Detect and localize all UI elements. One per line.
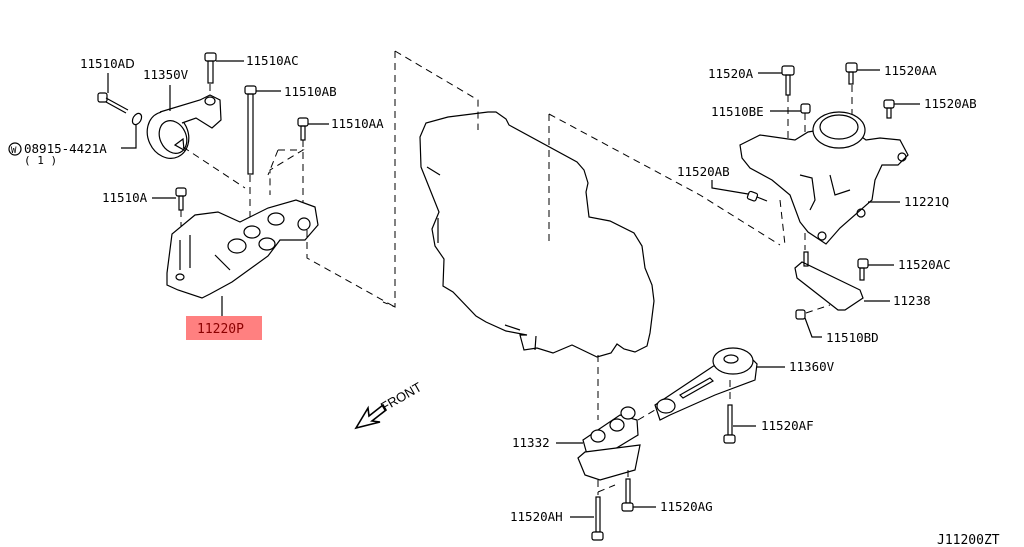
part-08915-4421A-washer[interactable] [131, 112, 144, 126]
dashed-plane-left [382, 50, 479, 308]
label-11510AB[interactable]: 11510AB [284, 84, 337, 99]
label-11520AF[interactable]: 11520AF [761, 418, 814, 433]
part-11520AC-bolt[interactable] [857, 258, 869, 281]
front-arrow-icon [354, 403, 388, 430]
part-11510AD-bolt[interactable] [97, 92, 129, 114]
highlight-box [186, 316, 262, 340]
label-11510AA[interactable]: 11510AA [331, 116, 384, 131]
engine-block-outline [419, 111, 655, 358]
label-11510A[interactable]: 11510A [102, 190, 148, 205]
part-11221Q-transmission-mount[interactable] [739, 111, 909, 245]
part-11332-bracket[interactable] [577, 406, 641, 481]
part-11510A-bolt[interactable] [175, 187, 187, 211]
leader-lines [107, 60, 920, 518]
part-11520AH-bolt[interactable] [591, 496, 604, 541]
label-11220P-highlighted[interactable]: 11220P [186, 316, 262, 340]
label-11520AH[interactable]: 11520AH [510, 509, 563, 524]
label-11510BE[interactable]: 11510BE [711, 104, 764, 119]
washer-prefix: W [11, 146, 17, 156]
front-label: FRONT [378, 379, 424, 414]
part-11238-bracket[interactable] [794, 251, 864, 311]
label-11510AD[interactable]: 11510AⅮ [80, 56, 135, 71]
part-11360V-torque-rod[interactable] [654, 347, 758, 421]
label-11520AB-side[interactable]: 11520AB [677, 164, 730, 179]
label-11510AC[interactable]: 11510AC [246, 53, 299, 68]
label-11221Q[interactable]: 11221Q [904, 194, 949, 209]
label-11332[interactable]: 11332 [512, 435, 550, 450]
part-11520AG-bolt[interactable] [621, 478, 634, 512]
front-direction-indicator: FRONT [354, 379, 424, 430]
label-11520AB-top[interactable]: 11520AB [924, 96, 977, 111]
label-08915-4421A-qty: ( 1 ) [24, 154, 57, 167]
dashed-plane-center [548, 113, 781, 246]
part-11510AC-bolt[interactable] [204, 52, 217, 84]
part-11350V-bushing[interactable] [140, 94, 222, 165]
label-11520AC[interactable]: 11520AC [898, 257, 951, 272]
label-11220P[interactable]: 11220P [197, 322, 244, 337]
part-11220P-engine-mount[interactable] [166, 199, 319, 299]
label-11350V[interactable]: 11350V [143, 67, 189, 82]
part-11510BE-nut[interactable] [800, 103, 811, 114]
label-08915-4421A[interactable]: 08915-4421A [24, 141, 107, 156]
washer-callout[interactable]: W 08915-4421A ( 1 ) [8, 141, 107, 167]
part-11520AB-bolt-side[interactable] [746, 190, 768, 202]
part-11510AB-bolt[interactable] [244, 85, 257, 175]
part-11520A-bolt[interactable] [781, 65, 795, 96]
label-11360V[interactable]: 11360V [789, 359, 835, 374]
label-11520AA[interactable]: 11520AA [884, 63, 937, 78]
part-11520AA-bolt[interactable] [845, 62, 858, 85]
label-11520A[interactable]: 11520A [708, 66, 754, 81]
part-11510AA-bolt[interactable] [297, 117, 309, 141]
label-11510BD[interactable]: 11510BD [826, 330, 879, 345]
label-11238[interactable]: 11238 [893, 293, 931, 308]
part-11520AB-bolt-top[interactable] [883, 99, 895, 119]
washer-symbol-icon [8, 142, 22, 156]
part-11520AF-bolt[interactable] [723, 404, 736, 444]
diagram-code: J11200ZT [937, 533, 1000, 547]
label-11520AG[interactable]: 11520AG [660, 499, 713, 514]
part-11510BD-nut[interactable] [795, 309, 806, 320]
